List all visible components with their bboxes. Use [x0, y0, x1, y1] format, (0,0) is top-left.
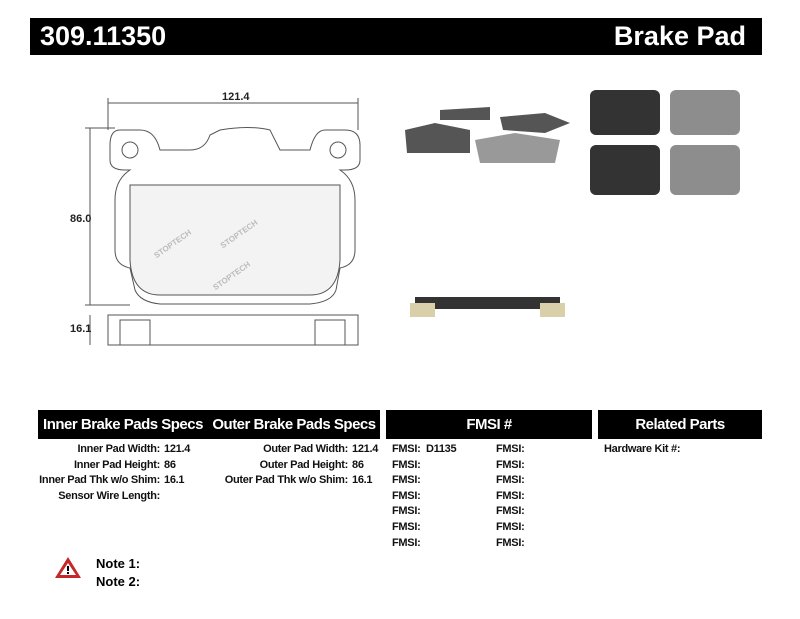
fmsi-row: FMSI: [496, 458, 527, 474]
spec-row: Inner Pad Height: 86 [22, 458, 202, 474]
outer-specs: Outer Pad Width: 121.4 Outer Pad Height:8… [206, 442, 386, 489]
fmsi-label: FMSI: [392, 520, 421, 533]
outer-specs-header: Outer Brake Pads Specs [208, 410, 380, 439]
fmsi-row: FMSI: [392, 504, 456, 520]
note-2: Note 2: [96, 574, 141, 589]
spec-value: 86 [352, 458, 364, 471]
width-dimension: 121.4 [222, 91, 250, 103]
inner-specs: Inner Pad Width:121.4 Inner Pad Height: 8… [22, 442, 202, 504]
related-parts-header: Related Parts [598, 410, 762, 439]
spec-label: Outer Pad Height: [259, 458, 349, 471]
fmsi-label: FMSI: [392, 505, 421, 518]
product-type: Brake Pad [613, 21, 746, 51]
hardware-kit-label: Hardware Kit #: [604, 443, 681, 455]
spec-row: Sensor Wire Length: [22, 489, 202, 505]
inner-specs-header: Inner Brake Pads Specs [38, 410, 208, 439]
fmsi-row: FMSI: [392, 473, 456, 489]
fmsi-label: FMSI: [496, 458, 525, 471]
fmsi-label: FMSI: [496, 489, 525, 502]
fmsi-value: D1135 [425, 443, 457, 455]
spec-row: Inner Pad Width:121.4 [22, 442, 202, 458]
fmsi-row: FMSI: D1135 [392, 442, 457, 458]
spec-label: Inner Pad Height: [74, 458, 160, 471]
spec-row: Outer Pad Height:86 [206, 458, 386, 474]
fmsi-row: FMSI: [496, 473, 527, 489]
spec-label: Sensor Wire Length: [58, 489, 160, 502]
fmsi-row: FMSI: [496, 520, 527, 536]
header-bar: 309.11350 Brake Pad [30, 18, 762, 55]
spec-value: 86 [164, 458, 176, 471]
fmsi-label: FMSI: [392, 536, 421, 549]
fmsi-label: FMSI: [392, 474, 421, 487]
spec-label: Outer Pad Width: [263, 443, 348, 455]
spec-value: 16.1 [164, 474, 185, 487]
fmsi-row: FMSI: [392, 458, 456, 474]
spec-row: Outer Pad Thk w/o Shim:16.1 [206, 473, 386, 489]
fmsi-row: FMSI: [392, 520, 456, 536]
fmsi-label: FMSI: [496, 536, 525, 549]
spec-value: 16.1 [352, 474, 373, 487]
spec-label: Inner Pad Thk w/o Shim: [39, 474, 160, 487]
spec-label: Inner Pad Width: [77, 443, 161, 455]
spec-row: Inner Pad Thk w/o Shim: 16.1 [22, 473, 202, 489]
spec-row: Outer Pad Width: 121.4 [206, 442, 386, 458]
warning-icon [55, 557, 81, 578]
pad-technical-drawing: STOPTECH STOPTECH STOPTECH 121.4 86.0 16… [70, 91, 361, 346]
fmsi-label: FMSI: [496, 505, 525, 518]
fmsi-row: FMSI: [392, 489, 456, 505]
fmsi-row: FMSI: [496, 536, 527, 552]
notes: Note 1: Note 2: [96, 555, 140, 591]
part-number: 309.11350 [40, 21, 167, 51]
fmsi-label: FMSI: [496, 474, 525, 487]
fmsi-label: FMSI: [392, 489, 421, 502]
spec-value: 121.4 [352, 443, 379, 455]
note-1: Note 1: [96, 556, 141, 571]
product-photos [405, 90, 740, 317]
fmsi-label: FMSI: [496, 520, 525, 533]
fmsi-header: FMSI # [386, 410, 592, 439]
hardware-kit: Hardware Kit #: [604, 442, 681, 458]
spec-label: Outer Pad Thk w/o Shim: [224, 474, 349, 487]
height-dimension: 86.0 [70, 213, 91, 225]
spec-value: 121.4 [164, 443, 191, 455]
fmsi-row: FMSI: [392, 536, 456, 552]
thickness-dimension: 16.1 [70, 323, 91, 335]
fmsi-label: FMSI: [496, 443, 525, 455]
fmsi-label: FMSI: [392, 458, 421, 471]
fmsi-row: FMSI: [496, 504, 527, 520]
fmsi-row: FMSI: [496, 442, 527, 458]
fmsi-row: FMSI: [496, 489, 527, 505]
fmsi-label: FMSI: [392, 443, 421, 455]
fmsi-col-2: FMSI: FMSI: FMSI: FMSI: FMSI: FMSI: FMSI… [496, 442, 527, 551]
